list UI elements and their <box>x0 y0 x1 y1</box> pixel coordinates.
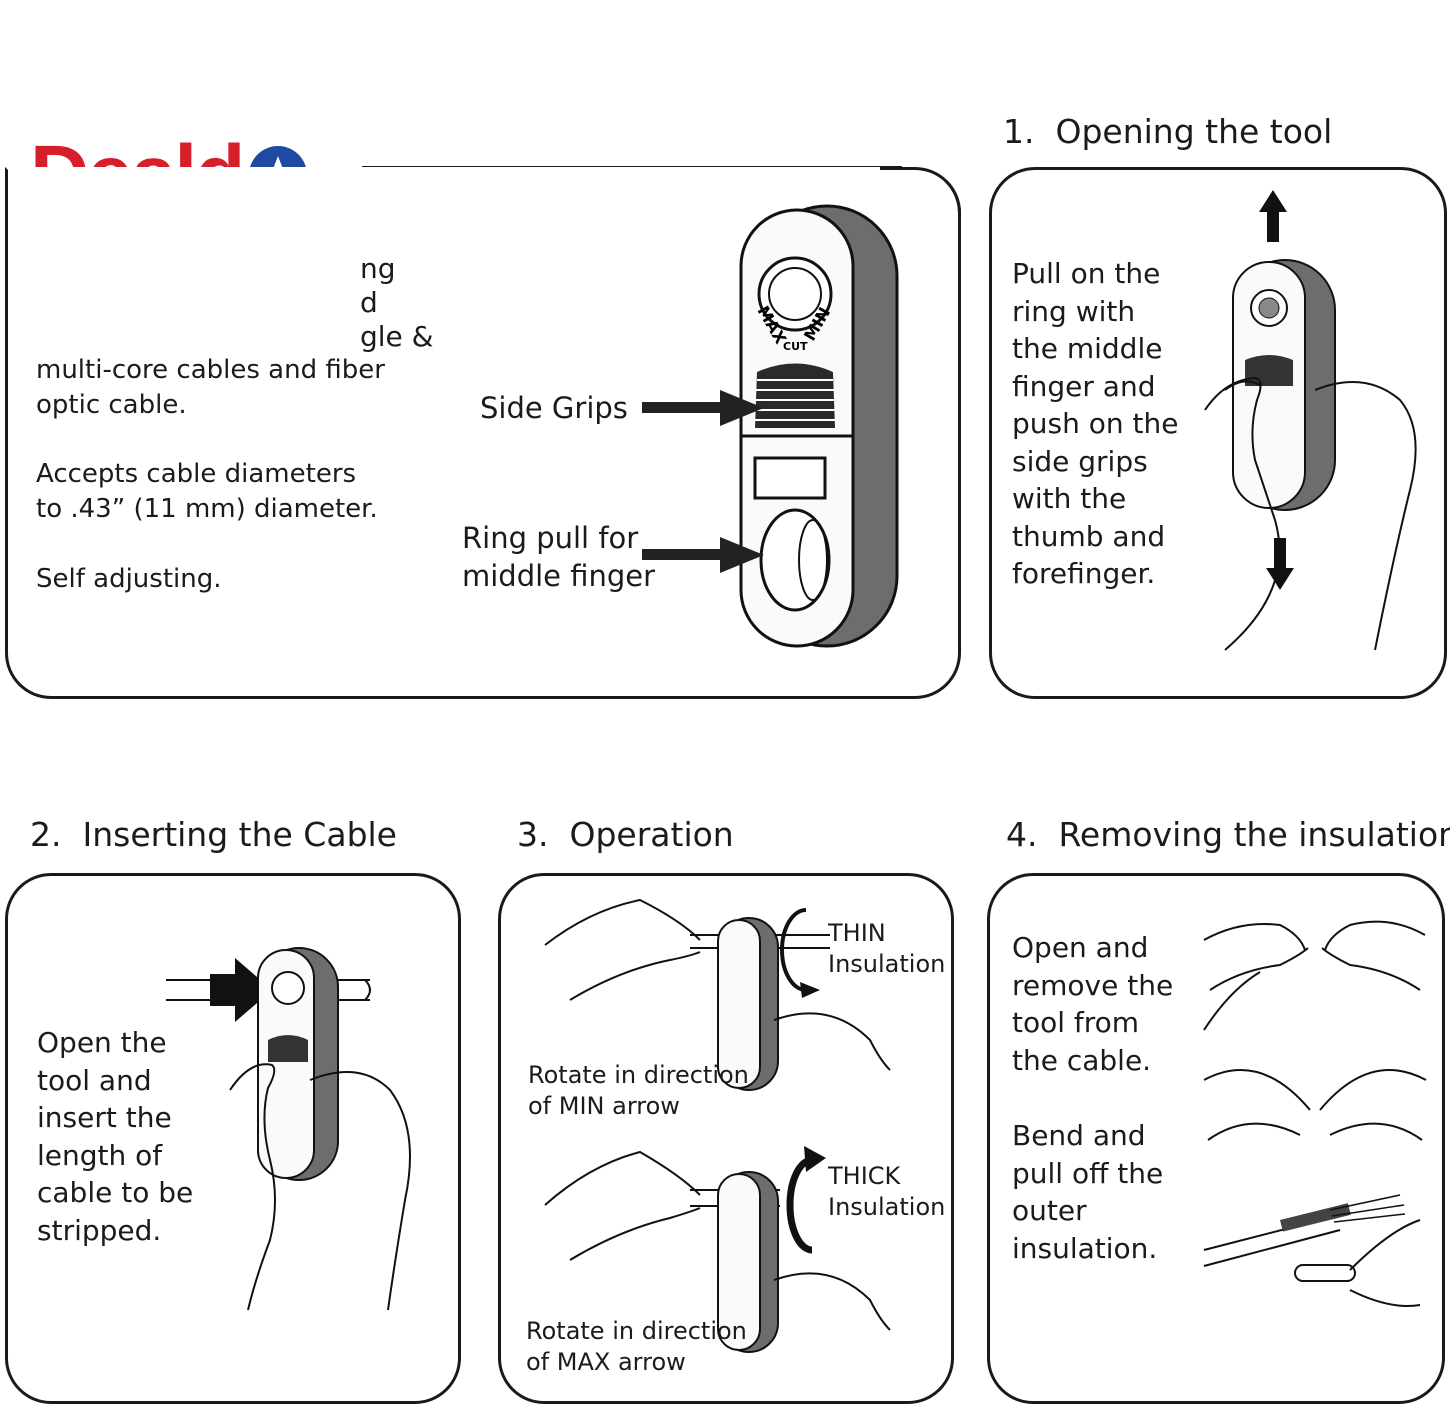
partial-line: gle & <box>360 320 434 353</box>
intro-line: optic cable. <box>36 390 187 420</box>
cut-label: CUT <box>783 340 808 353</box>
thick-label: THICK Insulation <box>828 1162 946 1221</box>
step1-hand-illustration <box>1204 190 1417 651</box>
thick-caption: Rotate in direction of MAX arrow <box>526 1317 747 1376</box>
intro-line: multi-core cables and fiber <box>36 355 385 385</box>
step2-text: Open the tool and insert the length of c… <box>37 1026 194 1247</box>
intro-diameter: Accepts cable diameters to .43” (11 mm) … <box>36 457 378 527</box>
thin-insulation-illustration <box>544 898 891 1091</box>
step4-panel <box>987 873 1445 1404</box>
intro-partial-text: ng d gle & <box>360 252 434 354</box>
diameter-line: Accepts cable diameters <box>36 459 357 489</box>
step3-title: 3. Operation <box>517 815 734 854</box>
stripper-tool-illustration: MAX CUT MIN <box>739 204 899 648</box>
diameter-line: to .43” (11 mm) diameter. <box>36 494 378 524</box>
step1-text: Pull on the ring with the middle finger … <box>1012 257 1179 590</box>
step4-title: 4. Removing the insulation <box>1006 815 1450 854</box>
ring-pull-label: Ring pull for middle finger <box>462 521 656 593</box>
step4-removal-illustration <box>1203 920 1427 1307</box>
side-grips-label: Side Grips <box>480 391 628 425</box>
thin-label: THIN Insulation <box>828 919 946 978</box>
thick-insulation-illustration <box>544 1146 891 1353</box>
ring-pull-arrow-icon <box>642 537 764 573</box>
partial-line: ng <box>360 252 396 285</box>
step4-text-bend: Bend and pull off the outer insulation. <box>1012 1119 1164 1265</box>
step2-panel <box>5 873 461 1404</box>
side-grips-arrow-icon <box>642 390 764 426</box>
step1-title: 1. Opening the tool <box>1003 112 1333 151</box>
step1-panel <box>989 167 1447 699</box>
thin-caption: Rotate in direction of MIN arrow <box>528 1061 749 1120</box>
partial-line: d <box>360 286 378 319</box>
step2-insert-illustration <box>166 947 411 1311</box>
intro-self-adjusting: Self adjusting. <box>36 564 222 594</box>
step2-title: 2. Inserting the Cable <box>30 815 397 854</box>
step4-text-open: Open and remove the tool from the cable. <box>1012 931 1174 1077</box>
intro-description: multi-core cables and fiber optic cable. <box>36 353 385 423</box>
